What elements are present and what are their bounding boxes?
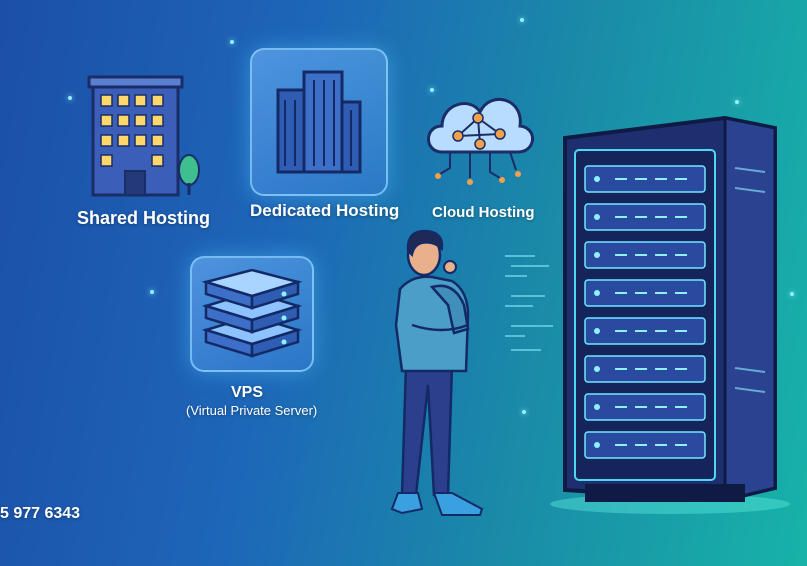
rack-unit-led: [594, 442, 600, 448]
vps-title: VPS: [231, 384, 264, 401]
phone-number-fragment: 5 977 6343: [0, 505, 81, 522]
vps-card[interactable]: [190, 256, 314, 372]
rack-unit-led: [594, 214, 600, 220]
vps-subtitle: (Virtual Private Server): [186, 403, 318, 418]
rack-unit-led: [594, 404, 600, 410]
rack-unit-led: [594, 290, 600, 296]
building-icon: [87, 75, 200, 197]
code-lines-decor: [505, 255, 553, 351]
person-thinking-figure: [390, 229, 484, 516]
server-stack-icon: [201, 268, 303, 358]
rack-unit-led: [594, 252, 600, 258]
shared-hosting-label: Shared Hosting: [77, 208, 211, 228]
dedicated-hosting-label: Dedicated Hosting: [250, 201, 400, 220]
cloud-network-icon: [427, 97, 534, 185]
rack-unit-led: [594, 328, 600, 334]
cloud-hosting-label: Cloud Hosting: [432, 204, 535, 221]
server-rack-icon: [550, 115, 790, 514]
rack-unit-led: [594, 366, 600, 372]
dedicated-hosting-card[interactable]: [250, 48, 388, 196]
rack-unit-led: [594, 176, 600, 182]
office-tower-icon: [276, 70, 362, 174]
